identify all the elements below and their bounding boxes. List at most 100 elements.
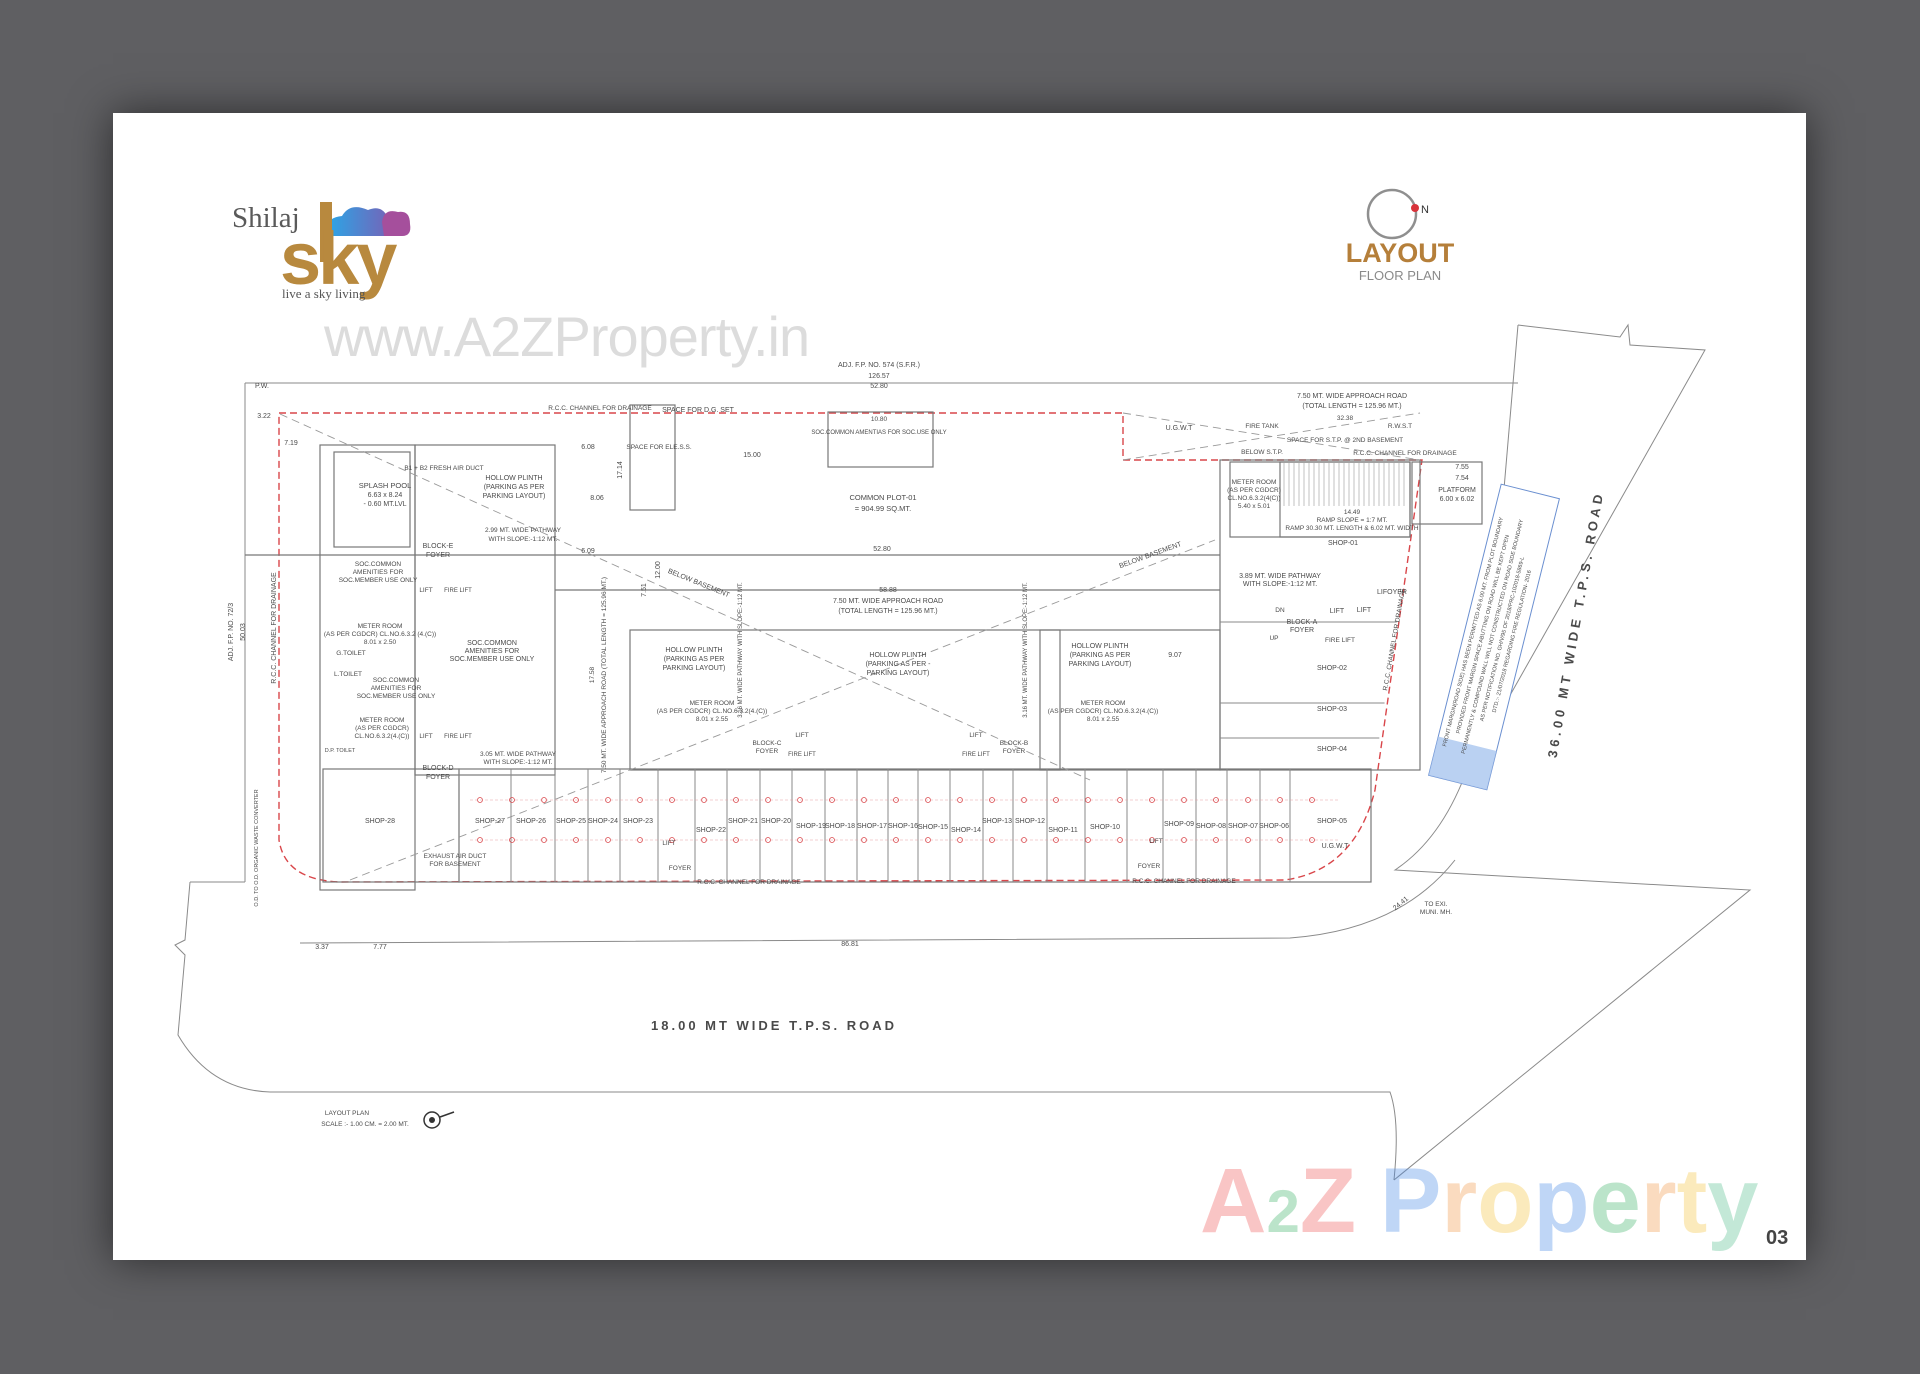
label-meter-c-2: (AS PER CGDCR) CL.NO.6.3.2(4.(C)) (657, 708, 768, 715)
label-rwst: R.W.S.T (1388, 423, 1412, 430)
label-path-316-a: 3.16 MT. WIDE PATHWAY WITH SLOPE:-1:12 M… (738, 582, 744, 718)
brand-name-main: sky (280, 217, 397, 300)
column-grid (470, 797, 1340, 843)
label-path-299-1: 2.99 MT. WIDE PATHWAY (485, 527, 562, 534)
label-path-305-1: 3.05 MT. WIDE PATHWAY (480, 751, 557, 758)
shop-label-shop-23: SHOP-23 (623, 818, 653, 825)
label-dim-5888: 58.88 (879, 587, 897, 594)
shop-label-shop-27: SHOP-27 (475, 818, 505, 825)
label-dim-322: 3.22 (257, 413, 271, 420)
column-marker (1053, 837, 1059, 843)
shop-label-shop-15: SHOP-15 (918, 824, 948, 831)
label-stp-space: SPACE FOR S.T.P. @ 2ND BASEMENT (1287, 437, 1403, 444)
label-block-b-1: BLOCK-B (1000, 740, 1029, 747)
label-l-toilet: L.TOILET (334, 671, 362, 678)
label-lifoyer: LIFOYER (1377, 589, 1407, 596)
label-foyer-2: FOYER (1138, 863, 1161, 870)
label-soc-a-2: AMENITIES FOR (353, 569, 404, 576)
label-block-a-1: BLOCK-A (1287, 619, 1318, 626)
shop-label-shop-07: SHOP-07 (1228, 823, 1258, 830)
north-compass-icon: N (1366, 188, 1429, 240)
label-muni-2: MUNI. MH. (1420, 909, 1452, 916)
label-common-plot-area: = 904.99 SQ.MT. (855, 504, 912, 513)
brochure-sheet (113, 113, 1806, 1260)
label-dim-1714: 17.14 (617, 461, 624, 479)
column-marker (573, 837, 579, 843)
shop-label-shop-09: SHOP-09 (1164, 821, 1194, 828)
brand-tagline: live a sky living (282, 286, 366, 301)
label-soc-c-1: SOC.COMMON (373, 677, 420, 684)
label-approach-tr-2: (TOTAL LENGTH = 125.96 MT.) (1302, 403, 1401, 410)
label-meter-b-1: METER ROOM (1081, 700, 1126, 707)
label-fire-lift-c: FIRE LIFT (788, 752, 816, 758)
cloud-icon (320, 202, 411, 262)
label-dim-5003: 50.03 (240, 623, 247, 641)
column-marker (1309, 837, 1315, 843)
label-lift-s1: LIFT (662, 840, 675, 847)
brand-name-top: Shilaj (232, 202, 300, 234)
label-ugwt-bottom: U.G.W.T (1322, 843, 1350, 850)
watermark-url: www.A2ZProperty.in (324, 305, 810, 368)
label-soc-b-1: SOC.COMMON (467, 640, 517, 647)
label-dim-751: 7.51 (641, 583, 648, 597)
shop-dividers (458, 621, 1397, 882)
label-dp-toilet: D.P. TOILET (325, 748, 356, 754)
column-marker (1149, 837, 1155, 843)
label-ugwt-top: U.G.W.T (1166, 425, 1194, 432)
column-marker (1309, 797, 1315, 803)
label-fire-lift-b: FIRE LIFT (962, 752, 990, 758)
shop-label-shop-04: SHOP-04 (1317, 746, 1347, 753)
label-rcc-top: R.C.C. CHANNEL FOR DRAINAGE (548, 405, 652, 412)
label-soc-a-1: SOC.COMMON (355, 561, 402, 568)
label-block-b-2: FOYER (1003, 748, 1026, 755)
label-rcc-b2: R.C.C. CHANNEL FOR DRAINAGE (1132, 878, 1236, 885)
label-hollow-e-3: PARKING LAYOUT) (483, 493, 546, 500)
column-marker (669, 837, 675, 843)
legend-title: LAYOUT PLAN (325, 1110, 369, 1117)
label-lift-s2: LIFT (1149, 838, 1162, 845)
label-meter-e-3: 8.01 x 2.50 (364, 639, 397, 646)
label-approach-mid-1: 7.50 MT. WIDE APPROACH ROAD (833, 598, 943, 605)
label-meter-a-3: CL.NO.6.3.2(4(C)) (1227, 495, 1280, 502)
column-marker (829, 797, 835, 803)
label-dim-755: 7.55 (1455, 464, 1469, 471)
label-approach-tr-1: 7.50 MT. WIDE APPROACH ROAD (1297, 393, 1407, 400)
page-number: 03 (1766, 1227, 1789, 1249)
label-hollow-c-3: PARKING LAYOUT) (663, 665, 726, 672)
shop-label-shop-18: SHOP-18 (825, 823, 855, 830)
label-fire-tank: FIRE TANK (1245, 423, 1279, 430)
label-block-d-1: BLOCK-D (422, 765, 453, 772)
label-dim-337: 3.37 (315, 944, 329, 951)
label-exhaust-1: EXHAUST AIR DUCT (424, 853, 487, 860)
label-dim-777: 7.77 (373, 944, 387, 951)
label-path-389-1: 3.89 MT. WIDE PATHWAY (1239, 573, 1321, 580)
label-below-stp: BELOW S.T.P. (1241, 449, 1283, 456)
label-meter-c-3: 8.01 x 2.55 (696, 716, 729, 723)
column-marker (893, 837, 899, 843)
shop-label-shop-16: SHOP-16 (888, 823, 918, 830)
shop-label-shop-22: SHOP-22 (696, 827, 726, 834)
label-fire-lift-e: FIRE LIFT (444, 588, 472, 594)
label-soc-c-3: SOC.MEMBER USE ONLY (357, 693, 436, 700)
label-rcc-left: R.C.C. CHANNEL FOR DRAINAGE (271, 572, 278, 684)
label-path-299-2: WITH SLOPE:-1:12 MT. (489, 536, 558, 543)
label-hollow-m-2: (PARKING AS PER - (866, 661, 931, 668)
shop-label-shop-20: SHOP-20 (761, 818, 791, 825)
shop-label-shop-28: SHOP-28 (365, 818, 395, 825)
label-hollow-b-3: PARKING LAYOUT) (1069, 661, 1132, 668)
layout-subtitle: FLOOR PLAN (1358, 268, 1442, 283)
label-block-e-2: FOYER (426, 552, 450, 559)
label-meter-d-2: (AS PER CGDCR) (355, 725, 409, 732)
below-basement-lines (279, 412, 1421, 881)
column-marker (1053, 797, 1059, 803)
label-meter-a-4: 5.40 x 5.01 (1238, 503, 1271, 510)
label-hollow-c-2: (PARKING AS PER (664, 656, 725, 663)
label-dim-15: 15.00 (743, 452, 761, 459)
label-soc-c-2: AMENITIES FOR (371, 685, 422, 692)
label-foyer-1: FOYER (669, 865, 692, 872)
label-dim-126: 126.57 (868, 373, 890, 380)
label-meter-b-2: (AS PER CGDCR) CL.NO.6.3.2(4.(C)) (1048, 708, 1159, 715)
shop-label-shop-17: SHOP-17 (857, 823, 887, 830)
